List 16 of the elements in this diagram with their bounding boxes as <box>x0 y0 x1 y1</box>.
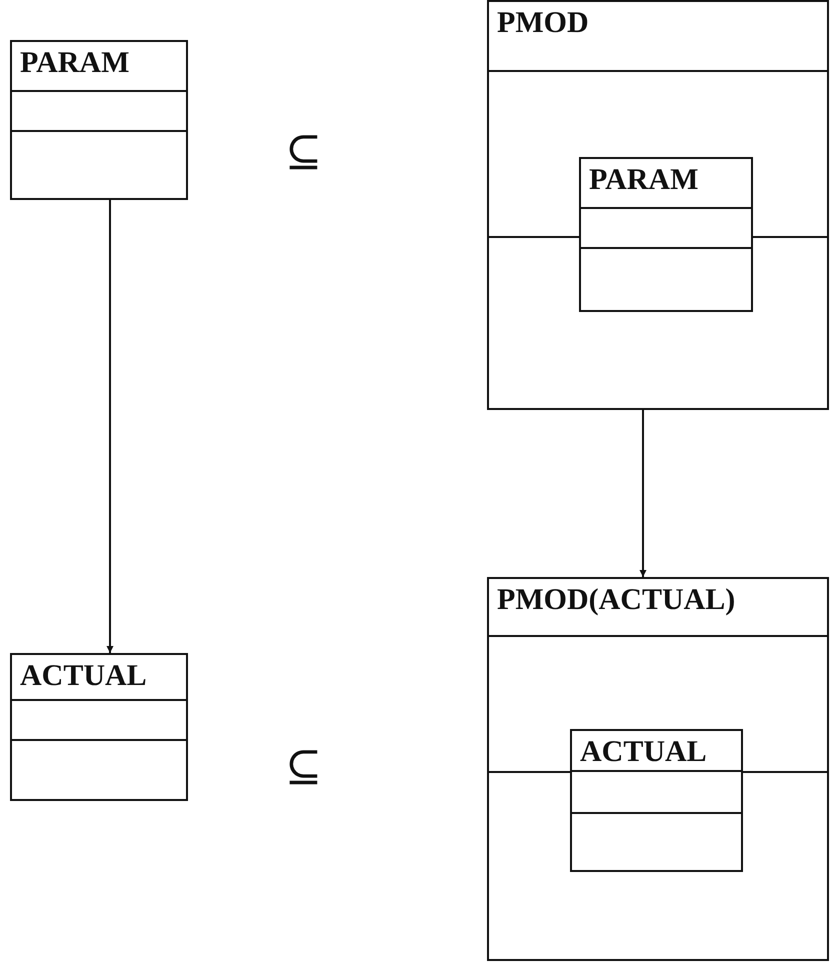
class-name: PARAM <box>581 159 751 209</box>
module-name: PMOD <box>489 2 827 72</box>
module-box <box>487 577 829 961</box>
class-box <box>570 729 743 872</box>
class-name: ACTUAL <box>12 655 186 701</box>
module-box <box>487 0 829 410</box>
class-box <box>10 653 188 801</box>
class-name: ACTUAL <box>572 731 741 772</box>
subset-symbol: ⊆ <box>285 130 322 174</box>
module-name: PMOD(ACTUAL) <box>489 579 827 637</box>
class-box <box>10 40 188 200</box>
arrow <box>640 410 646 577</box>
subset-symbol: ⊆ <box>285 745 322 789</box>
class-box <box>579 157 753 312</box>
class-name: PARAM <box>12 42 186 92</box>
arrow <box>106 200 114 653</box>
